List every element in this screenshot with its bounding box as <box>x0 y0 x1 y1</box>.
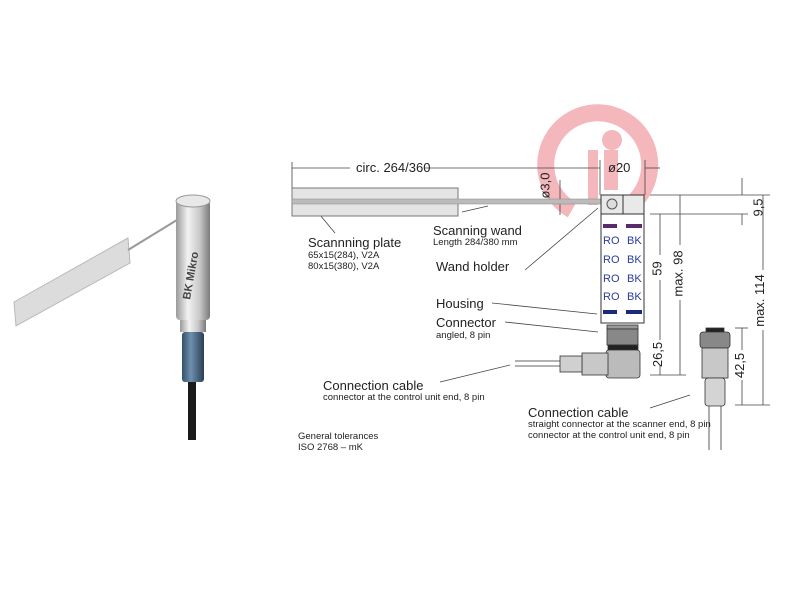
cable-photo <box>188 382 196 440</box>
housing-code-bk: BK <box>627 235 642 247</box>
label-cable-straight-spec: straight connector at the scanner end, 8… <box>528 419 711 430</box>
dim-housing-diameter: ø20 <box>608 160 631 175</box>
housing-code-ro: RO <box>603 291 620 303</box>
label-wand-holder: Wand holder <box>436 259 510 274</box>
product-photo: BK Mikro <box>13 194 211 440</box>
label-plate-spec: 80x15(380), V2A <box>308 261 380 272</box>
label-tolerances: General tolerances <box>298 431 379 442</box>
dim-circumference: circ. 264/360 <box>356 160 431 175</box>
sensor-housing-photo <box>176 200 210 320</box>
housing-code-bk: BK <box>627 254 642 266</box>
label-wand: Scanning wand <box>433 223 522 238</box>
housing-code-ro: RO <box>603 254 620 266</box>
label-connector-spec: angled, 8 pin <box>436 330 491 341</box>
housing <box>600 213 645 324</box>
connector-photo <box>182 332 204 382</box>
housing-code-ro: RO <box>603 235 620 247</box>
dim-wand-diameter: ø3,0 <box>537 172 553 199</box>
label-cable-straight-spec: connector at the control unit end, 8 pin <box>528 430 690 441</box>
angled-connector <box>515 324 641 379</box>
label-wand-spec: Length 284/380 mm <box>433 237 518 248</box>
dim-connector-straight: 42,5 <box>732 352 748 379</box>
dim-housing-length: 59 <box>649 261 665 276</box>
watermark-logo <box>537 104 659 218</box>
label-plate: Scannning plate <box>308 235 402 250</box>
label-cable-straight: Connection cable <box>528 405 629 420</box>
housing-code-bk: BK <box>627 291 642 303</box>
dim-connector-angled: 26,5 <box>650 341 666 368</box>
label-housing: Housing <box>436 296 484 311</box>
label-connector: Connector <box>436 315 496 330</box>
dim-max-98: max. 98 <box>670 250 686 297</box>
straight-connector <box>699 327 731 450</box>
dim-max-114: max. 114 <box>751 274 767 327</box>
housing-code-ro: RO <box>603 273 620 285</box>
label-plate-spec: 65x15(284), V2A <box>308 250 380 261</box>
dim-holder-height: 9,5 <box>750 198 766 217</box>
label-tolerance-standard: ISO 2768 – mK <box>298 442 363 453</box>
label-cable-angled: Connection cable <box>323 378 424 393</box>
scanning-wand <box>291 198 603 205</box>
label-cable-angled-spec: connector at the control unit end, 8 pin <box>323 392 485 403</box>
housing-code-bk: BK <box>627 273 642 285</box>
scanning-plate-photo <box>13 237 131 327</box>
